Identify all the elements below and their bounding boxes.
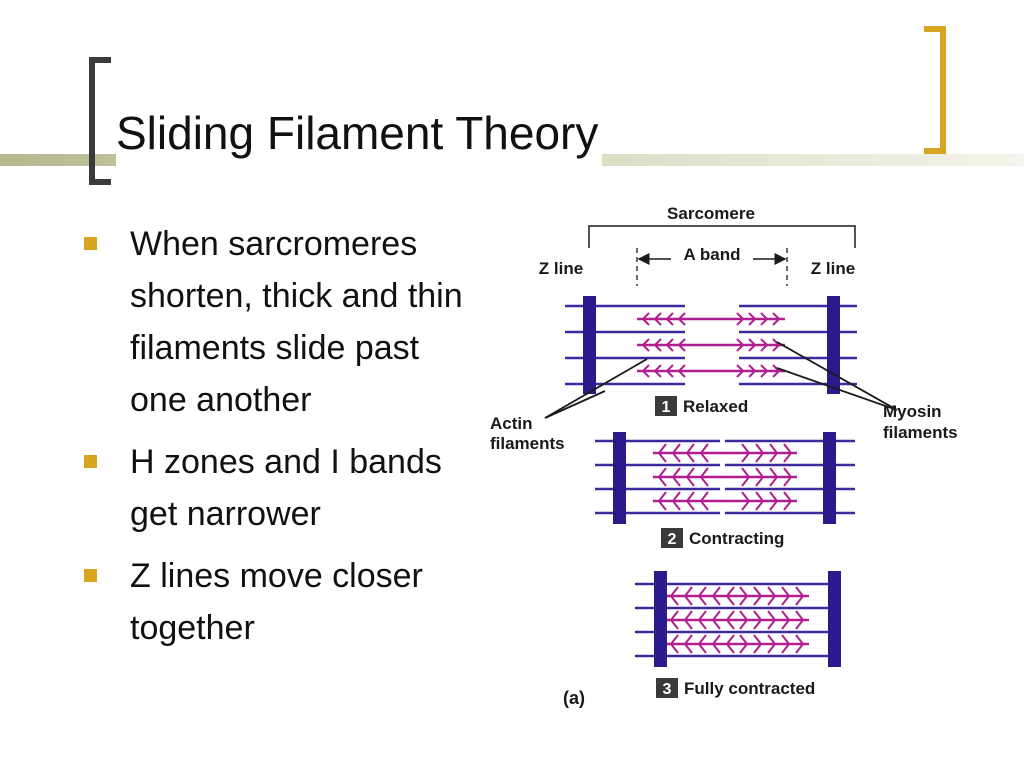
panel-label-fully-contracted: Fully contracted: [684, 679, 815, 698]
square-bullet-icon: [84, 455, 97, 468]
bullet-text: H zones and I bands get narrower: [130, 443, 442, 533]
myosin-heads: [658, 443, 792, 511]
z-disc-left: [583, 296, 596, 394]
contracting-sarcomere: [595, 432, 855, 524]
myosin-label-line2: filaments: [883, 423, 958, 442]
z-disc-right: [828, 571, 841, 667]
relaxed-sarcomere: [565, 296, 857, 394]
z-line-left-label: Z line: [539, 259, 583, 278]
right-bracket-decoration: [924, 26, 946, 154]
panel-number-badge: [656, 678, 678, 698]
bullet-item: H zones and I bands get narrower: [70, 436, 490, 540]
sarcomere-diagram: Sarcomere A band Z line Z line: [490, 204, 958, 708]
actin-label-line1: Actin: [490, 414, 533, 433]
z-disc-left: [613, 432, 626, 524]
fully-contracted-sarcomere: [635, 571, 841, 667]
bullet-text: Z lines move closer together: [130, 557, 423, 647]
actin-filaments: [635, 582, 837, 658]
bullet-item: When sarcromeres shorten, thick and thin…: [70, 218, 490, 426]
square-bullet-icon: [84, 569, 97, 582]
z-disc-left: [654, 571, 667, 667]
sarcomere-bracket: [588, 225, 856, 248]
slide-title: Sliding Filament Theory: [116, 96, 603, 170]
myosin-filaments: [637, 317, 785, 373]
panel-number: 1: [662, 399, 671, 416]
panel-number-badge: [655, 396, 677, 416]
myosin-filaments: [665, 594, 809, 646]
myosin-filaments: [653, 451, 797, 503]
sarcomere-label: Sarcomere: [667, 204, 755, 223]
myosin-heads: [642, 312, 780, 378]
panel-label-relaxed: Relaxed: [683, 397, 748, 416]
myosin-heads: [670, 586, 804, 654]
myosin-label-line1: Myosin: [883, 402, 942, 421]
z-line-right-label: Z line: [811, 259, 855, 278]
square-bullet-icon: [84, 237, 97, 250]
bullet-text: When sarcromeres shorten, thick and thin…: [130, 225, 463, 419]
panel-label-contracting: Contracting: [689, 529, 784, 548]
left-bracket-decoration: [89, 57, 111, 185]
panel-number-badge: [661, 528, 683, 548]
callout-lines: [544, 341, 898, 419]
panel-number: 2: [668, 531, 677, 548]
a-band-label: A band: [684, 245, 741, 264]
z-disc-right: [827, 296, 840, 394]
bullet-list: When sarcromeres shorten, thick and thin…: [70, 218, 490, 664]
z-disc-right: [823, 432, 836, 524]
actin-label-line2: filaments: [490, 434, 565, 453]
panel-number: 3: [663, 681, 672, 698]
figure-label: (a): [563, 688, 585, 708]
bullet-item: Z lines move closer together: [70, 550, 490, 654]
